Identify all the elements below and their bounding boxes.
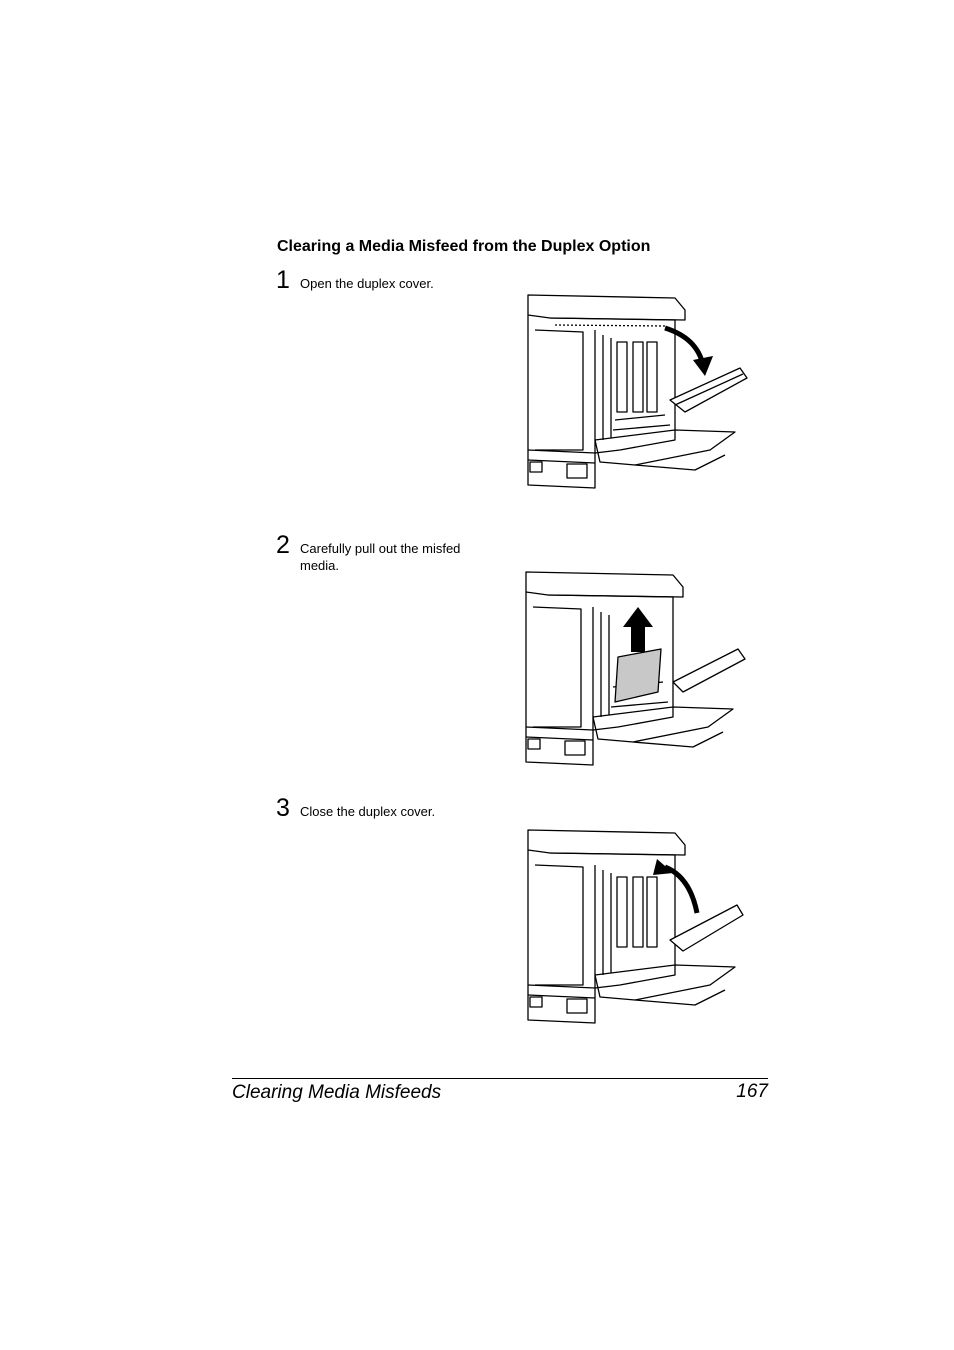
step-3-number: 3 xyxy=(276,794,290,822)
section-heading: Clearing a Media Misfeed from the Duplex… xyxy=(277,238,651,255)
footer-chapter-title: Clearing Media Misfeeds xyxy=(232,1082,442,1103)
footer-rule xyxy=(232,1078,768,1079)
step-1-number: 1 xyxy=(276,266,290,294)
step-2-number: 2 xyxy=(276,531,290,559)
page-number: 167 xyxy=(736,1081,768,1102)
printer-duplex-cover-open-icon xyxy=(527,294,748,489)
printer-remove-misfed-media-icon xyxy=(525,571,746,766)
step-3-text: Close the duplex cover. xyxy=(300,804,436,819)
step-1-text: Open the duplex cover. xyxy=(300,276,434,291)
step-2-text: Carefully pull out the misfed media. xyxy=(300,541,461,573)
printer-duplex-cover-close-icon xyxy=(527,829,744,1024)
